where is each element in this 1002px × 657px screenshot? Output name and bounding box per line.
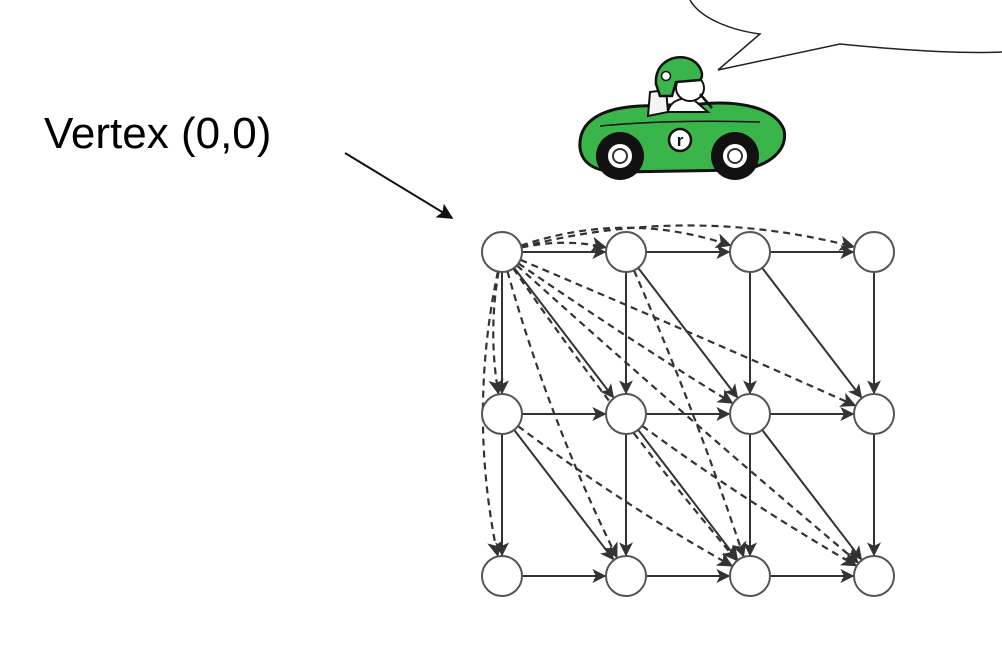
- edge-diagonal: [513, 429, 615, 561]
- graph-node-1-2: [729, 393, 771, 435]
- graph-node-0-3: [853, 231, 895, 273]
- graph-node-1-0: [481, 393, 523, 435]
- graph-nodes: [481, 231, 895, 597]
- vertex-label: Vertex (0,0): [44, 109, 272, 158]
- edge-dashed: [488, 271, 504, 395]
- edge-dashed: [516, 264, 860, 564]
- car-badge-letter: r: [677, 131, 684, 150]
- graph-node-1-3: [853, 393, 895, 435]
- edge-dashed: [632, 269, 747, 558]
- speech-bubble: [689, 0, 1002, 71]
- graph-node-0-1: [605, 231, 647, 273]
- car-badge-icon: [667, 127, 693, 153]
- car-wheel-rear-icon: [711, 132, 759, 180]
- edge-dashed: [641, 424, 858, 567]
- graph-node-2-2: [729, 555, 771, 597]
- graph-node-0-2: [729, 231, 771, 273]
- graph-node-2-1: [605, 555, 647, 597]
- edge-dashed: [517, 425, 734, 567]
- helmet-badge-icon: [660, 70, 672, 82]
- graph-node-2-3: [853, 555, 895, 597]
- edge-dashed: [519, 258, 857, 407]
- edge-diagonal: [513, 267, 615, 399]
- edge-dashed: [506, 270, 618, 559]
- race-car-icon: r: [578, 56, 787, 180]
- car-wheel-front-icon: [596, 132, 644, 180]
- graph-node-0-0: [481, 231, 523, 273]
- car-stripe: [599, 120, 761, 127]
- graph-edges: [481, 224, 881, 583]
- edge-diagonal: [761, 267, 863, 399]
- pointer-arrow: [344, 152, 454, 219]
- edge-dashed: [521, 236, 608, 252]
- edge-diagonal: [761, 429, 863, 561]
- steering-wheel-icon: [699, 93, 713, 109]
- graph-node-1-1: [605, 393, 647, 435]
- edge-diagonal: [637, 429, 739, 561]
- graph-node-2-0: [481, 555, 523, 597]
- edge-dashed: [481, 271, 503, 557]
- edge-dashed: [520, 226, 732, 249]
- helmet-icon: [654, 56, 704, 98]
- edge-dashed: [521, 224, 856, 251]
